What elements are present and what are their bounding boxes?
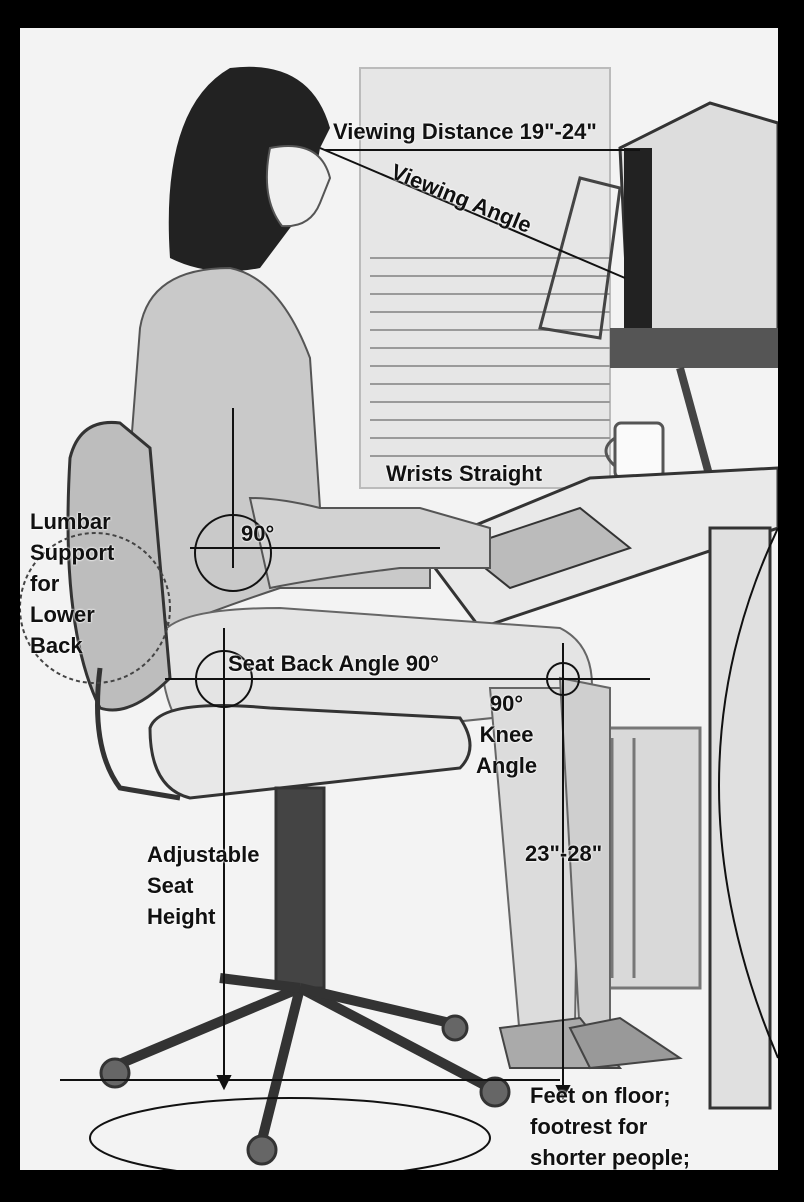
lumbar-line-5: Back [30, 630, 114, 661]
lumbar-line-2: Support [30, 537, 114, 568]
lumbar-support-label: Lumbar Support for Lower Back [30, 506, 114, 661]
adjustable-seat-label: Adjustable Seat Height [147, 839, 259, 932]
wrists-straight-label: Wrists Straight [386, 458, 542, 489]
seat-back-angle-label: Seat Back Angle 90° [228, 648, 439, 679]
lumbar-line-4: Lower [30, 599, 114, 630]
knee-angle-label: 90° Knee Angle [476, 688, 537, 781]
seat-line-1: Adjustable [147, 839, 259, 870]
knee-line-2: Knee [476, 719, 537, 750]
viewing-distance-label: Viewing Distance 19"-24" [333, 116, 597, 147]
feet-line-2: footrest for [530, 1111, 690, 1142]
seat-line-2: Seat [147, 870, 259, 901]
knee-line-3: Angle [476, 750, 537, 781]
lumbar-line-1: Lumbar [30, 506, 114, 537]
ergonomics-illustration: Viewing Distance 19"-24" Viewing Angle W… [20, 28, 778, 1170]
feet-line-1: Feet on floor; [530, 1080, 690, 1111]
feet-on-floor-label: Feet on floor; footrest for shorter peop… [530, 1080, 690, 1170]
lumbar-line-3: for [30, 568, 114, 599]
posture-drawing [20, 28, 778, 1170]
desk-height-label: 23"-28" [525, 838, 602, 869]
elbow-angle-label: 90° [241, 518, 274, 549]
seat-line-3: Height [147, 901, 259, 932]
mug [606, 423, 663, 478]
feet-line-3: shorter people; [530, 1142, 690, 1170]
knee-line-1: 90° [476, 688, 537, 719]
